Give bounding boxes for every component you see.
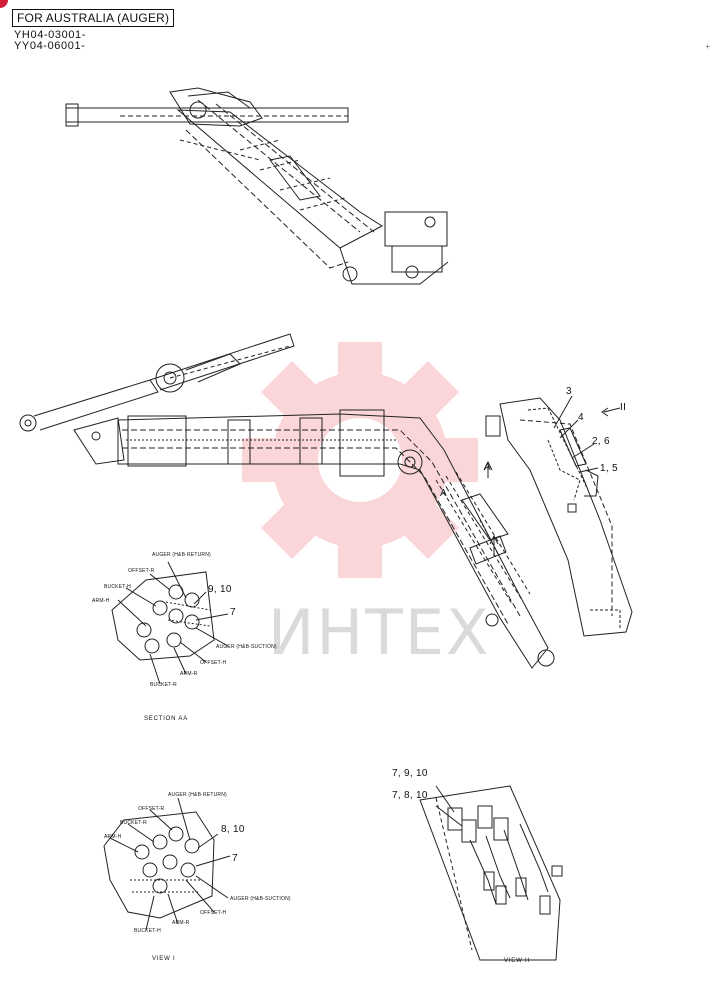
callout-8-10: 8, 10 (221, 824, 245, 835)
callout-2-6: 2, 6 (592, 436, 610, 447)
label-offset-r: OFFSET-R (128, 568, 155, 574)
corner-marker (0, 0, 8, 8)
label-bucket-h: BUCKET-H (134, 928, 161, 934)
section-marker-a-lower: A (440, 488, 447, 499)
corner-note: + (705, 42, 710, 51)
label-arm-h: ARM-H (104, 834, 122, 840)
view-marker-ii: II (620, 402, 627, 413)
callout-7-9-10: 7, 9, 10 (392, 768, 428, 779)
model-applicability-box: FOR AUSTRALIA (AUGER) (12, 9, 175, 27)
label-bucket-r: BUCKET-R (120, 820, 147, 826)
callout-1-5: 1, 5 (600, 463, 618, 474)
callout-7: 7 (232, 853, 238, 864)
label-auger-suction: AUGER (H&B-SUCTION) (230, 896, 291, 902)
label-offset-h: OFFSET-H (200, 660, 227, 666)
label-bucket-r: BUCKET-R (150, 682, 177, 688)
watermark-text: ИНТЕХ (268, 596, 491, 669)
callout-7: 7 (230, 607, 236, 618)
serial-range-1: YH04-03001- (14, 29, 87, 41)
callout-9-10: 9, 10 (208, 584, 232, 595)
caption-view-2: VIEW II (504, 958, 530, 964)
caption-section-aa: SECTION AA (144, 716, 189, 722)
label-offset-r: OFFSET-R (138, 806, 165, 812)
label-auger-suction: AUGER (H&B-SUCTION) (216, 644, 277, 650)
serial-range-2: YY04-06001- (14, 40, 86, 52)
label-arm-r: ARM-R (180, 671, 198, 677)
callout-4: 4 (578, 412, 584, 423)
callout-7-8-10: 7, 8, 10 (392, 790, 428, 801)
label-auger-return: AUGER (H&B-RETURN) (152, 552, 211, 558)
label-arm-r: ARM-R (172, 920, 190, 926)
label-bucket-h: BUCKET-H (104, 584, 131, 590)
callout-3: 3 (566, 386, 572, 397)
label-auger-return: AUGER (H&B-RETURN) (168, 792, 227, 798)
label-offset-h: OFFSET-H (200, 910, 227, 916)
caption-view-1: VIEW I (152, 956, 176, 962)
section-marker-a-upper: A (484, 462, 491, 473)
label-arm-h: ARM-H (92, 598, 110, 604)
